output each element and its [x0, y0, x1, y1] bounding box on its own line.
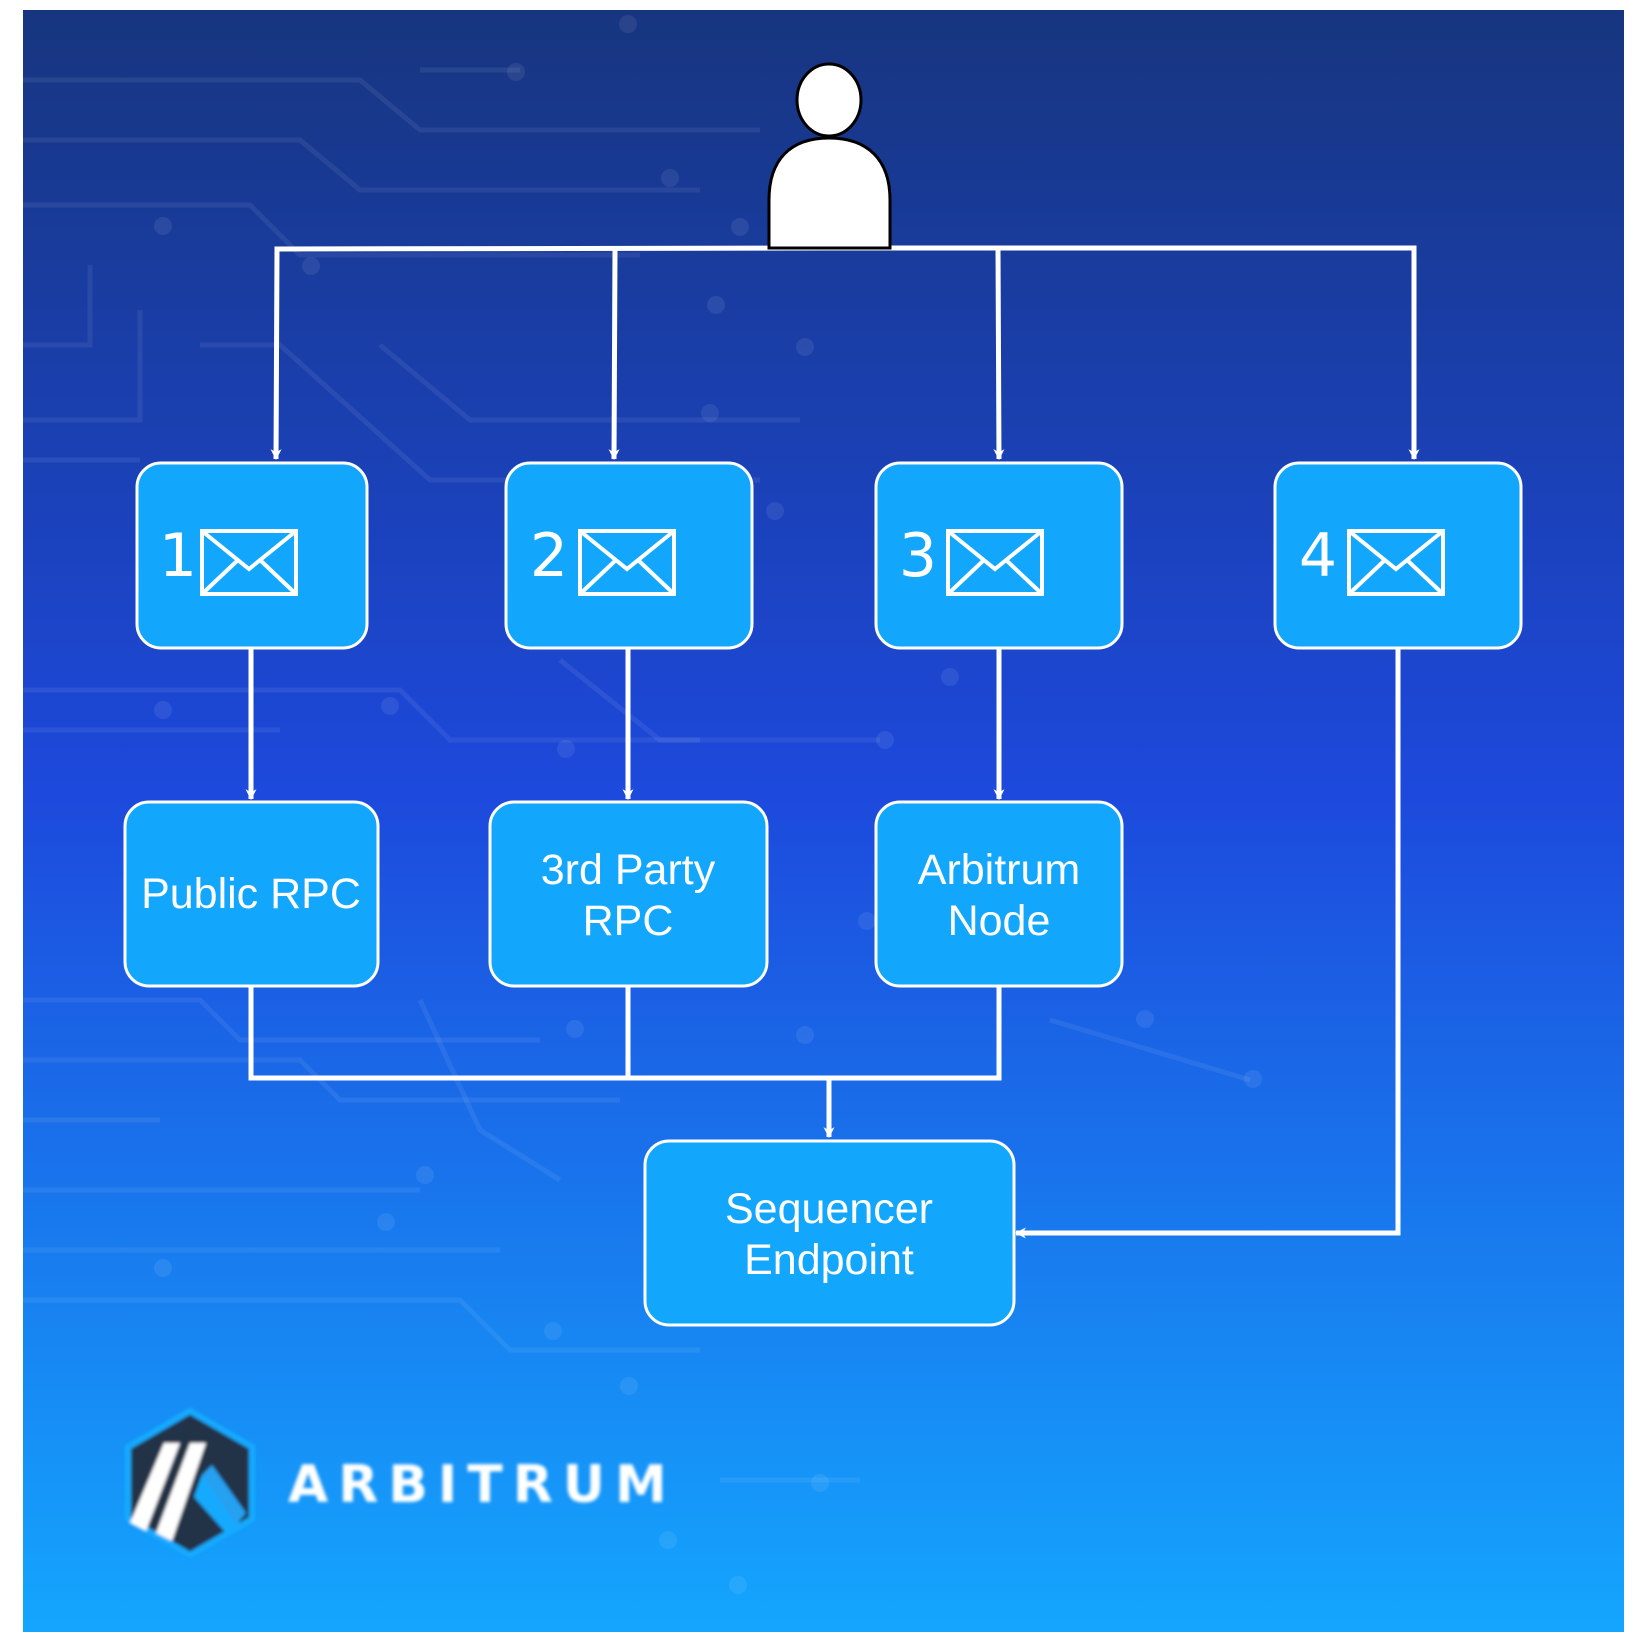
message-number: 3 — [899, 521, 937, 591]
arbitrum-node-box: Arbitrum Node — [874, 800, 1124, 988]
merge-line — [248, 987, 1002, 1081]
arrow-message-4-to-sequencer — [1014, 649, 1401, 1239]
message-box-4: 4 — [1273, 461, 1523, 650]
connectors — [245, 245, 1420, 1239]
public-rpc-label: Public RPC — [141, 870, 361, 918]
arbitrum-node-label-line-1: Arbitrum — [918, 846, 1080, 894]
user-icon — [767, 62, 892, 250]
message-box-1: 1 — [135, 461, 369, 650]
third-party-rpc-box: 3rd Party RPC — [488, 800, 769, 988]
circuit-dots — [154, 15, 1262, 1594]
arbitrum-logo: ARBITRUM — [125, 1407, 677, 1559]
message-number: 2 — [530, 521, 568, 591]
sequencer-label-line-1: Sequencer — [725, 1185, 933, 1233]
message-box-2: 2 — [504, 461, 754, 650]
arbitrum-logo-text: ARBITRUM — [288, 1455, 677, 1515]
envelope-icon — [200, 529, 298, 596]
envelope-icon — [578, 529, 676, 596]
arrow-user-to-message-1 — [270, 245, 831, 461]
arrow-user-to-message-2 — [608, 248, 620, 461]
arrow-user-to-message-4 — [998, 245, 1420, 461]
arbitrum-node-label-line-2: Node — [948, 897, 1051, 945]
envelope-icon — [1347, 529, 1445, 596]
third-party-rpc-label-line-1: 3rd Party — [541, 846, 716, 894]
endpoint-boxes: Public RPC 3rd Party RPC Arbitrum Node S… — [123, 800, 1124, 1327]
message-boxes: 1 2 3 — [135, 461, 1523, 650]
third-party-rpc-label-line-2: RPC — [583, 897, 674, 945]
circuit-background-pattern — [23, 67, 1251, 1483]
sequencer-endpoint-box: Sequencer Endpoint — [643, 1139, 1016, 1327]
envelope-icon — [946, 529, 1044, 596]
public-rpc-box: Public RPC — [123, 800, 380, 988]
message-number: 4 — [1299, 521, 1337, 591]
sequencer-label-line-2: Endpoint — [744, 1236, 914, 1284]
arbitrum-logo-icon — [125, 1407, 255, 1559]
message-number: 1 — [159, 521, 197, 591]
message-box-3: 3 — [874, 461, 1124, 650]
